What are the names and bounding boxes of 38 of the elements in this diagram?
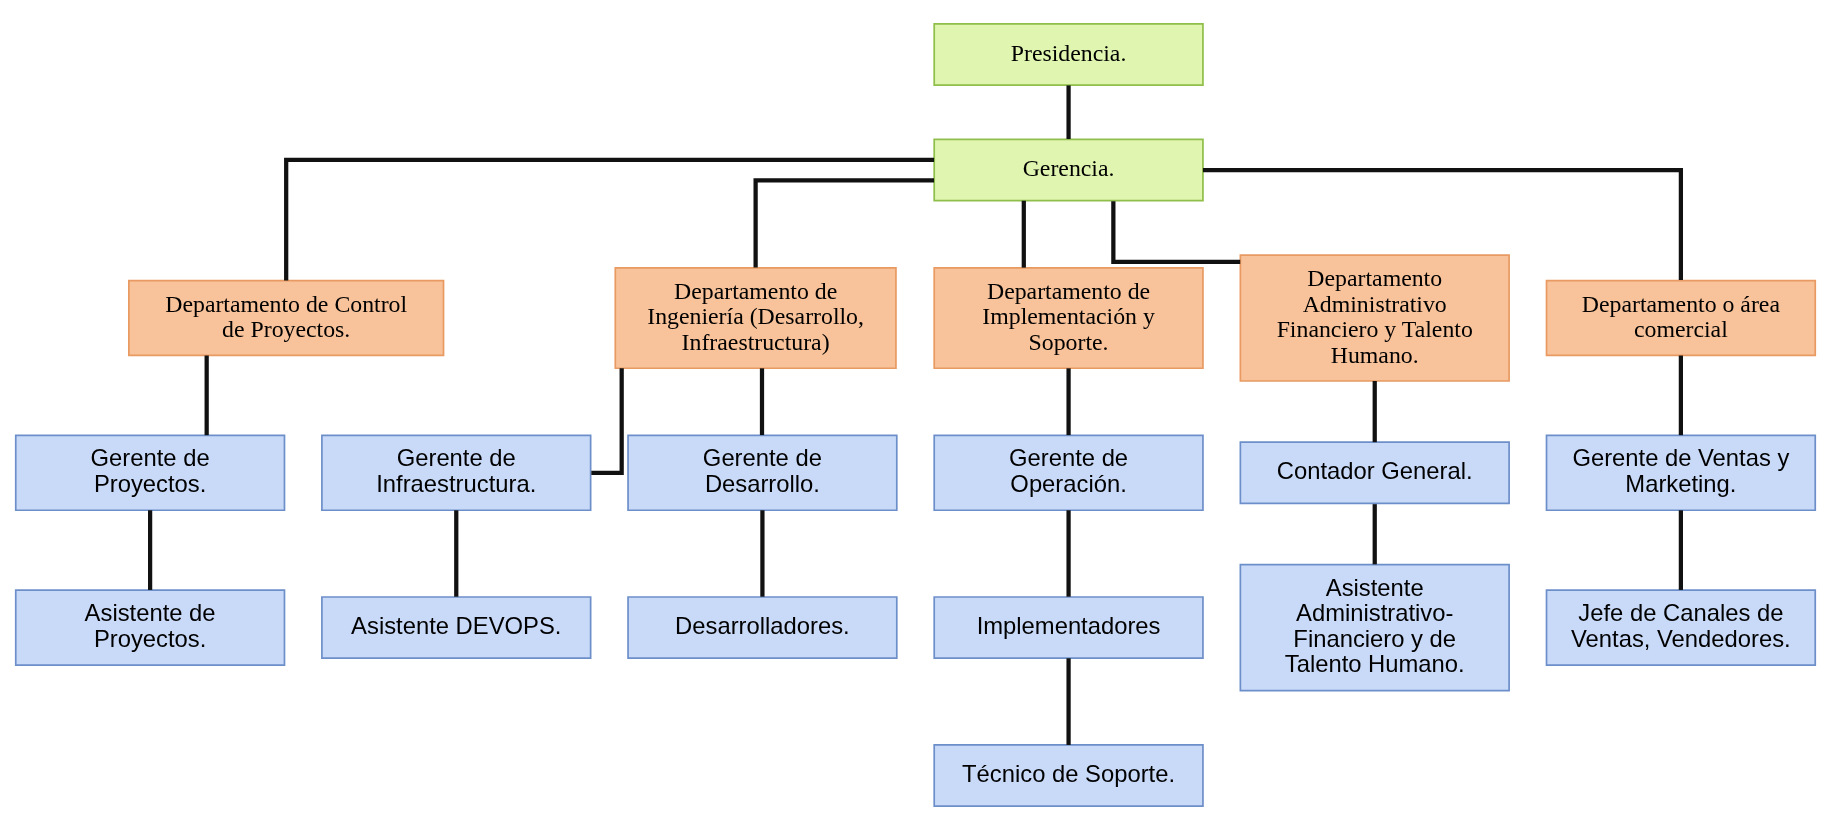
node-box: Departamento de Ingeniería (Desarrollo, Infraestructura) — [614, 267, 897, 370]
connector — [1678, 510, 1683, 590]
connector — [1066, 368, 1071, 436]
connector — [1678, 355, 1683, 436]
connector — [204, 355, 209, 436]
node-box: Presidencia. — [933, 22, 1204, 86]
node-box: Técnico de Soporte. — [933, 744, 1204, 808]
node-box: Departamento o área comercial — [1545, 279, 1817, 357]
node-box: Desarrolladores. — [627, 596, 898, 660]
connector — [1066, 658, 1071, 745]
node-box: Implementadores — [933, 596, 1204, 660]
connector — [1372, 504, 1377, 565]
connector — [1372, 381, 1377, 443]
connector — [1021, 200, 1026, 268]
connector — [759, 368, 765, 436]
node-box: Gerencia. — [933, 138, 1204, 202]
connector — [454, 510, 459, 597]
connector — [753, 178, 935, 268]
node-box: Departamento Administrativo Financiero y Talento Humano. — [1239, 254, 1510, 382]
connector — [1066, 85, 1071, 139]
node-box: Contador General. — [1239, 441, 1510, 505]
connector — [284, 157, 935, 281]
node-box: Asistente DEVOPS. — [321, 596, 592, 660]
connector — [1066, 510, 1071, 597]
node-box: Asistente Administrativo-Financiero y de Talento Humano. — [1239, 563, 1510, 692]
connector — [760, 510, 765, 597]
node-box: Departamento de Control de Proyectos. — [128, 279, 445, 357]
node-box: Jefe de Canales de Ventas, Vendedores. — [1545, 589, 1817, 666]
connector — [148, 510, 153, 590]
node-box: Gerente de Proyectos. — [14, 434, 286, 512]
connector — [1111, 201, 1241, 265]
node-box: Gerente de Ventas y Marketing. — [1545, 434, 1817, 512]
connector — [1202, 167, 1683, 280]
node-box: Departamento de Implementación y Soporte. — [933, 267, 1204, 370]
node-box: Asistente de Proyectos. — [14, 589, 286, 666]
node-box: Gerente de Operación. — [933, 434, 1204, 512]
node-box: Gerente de Desarrollo. — [627, 434, 898, 512]
node-box: Gerente de Infraestructura. — [321, 434, 592, 512]
